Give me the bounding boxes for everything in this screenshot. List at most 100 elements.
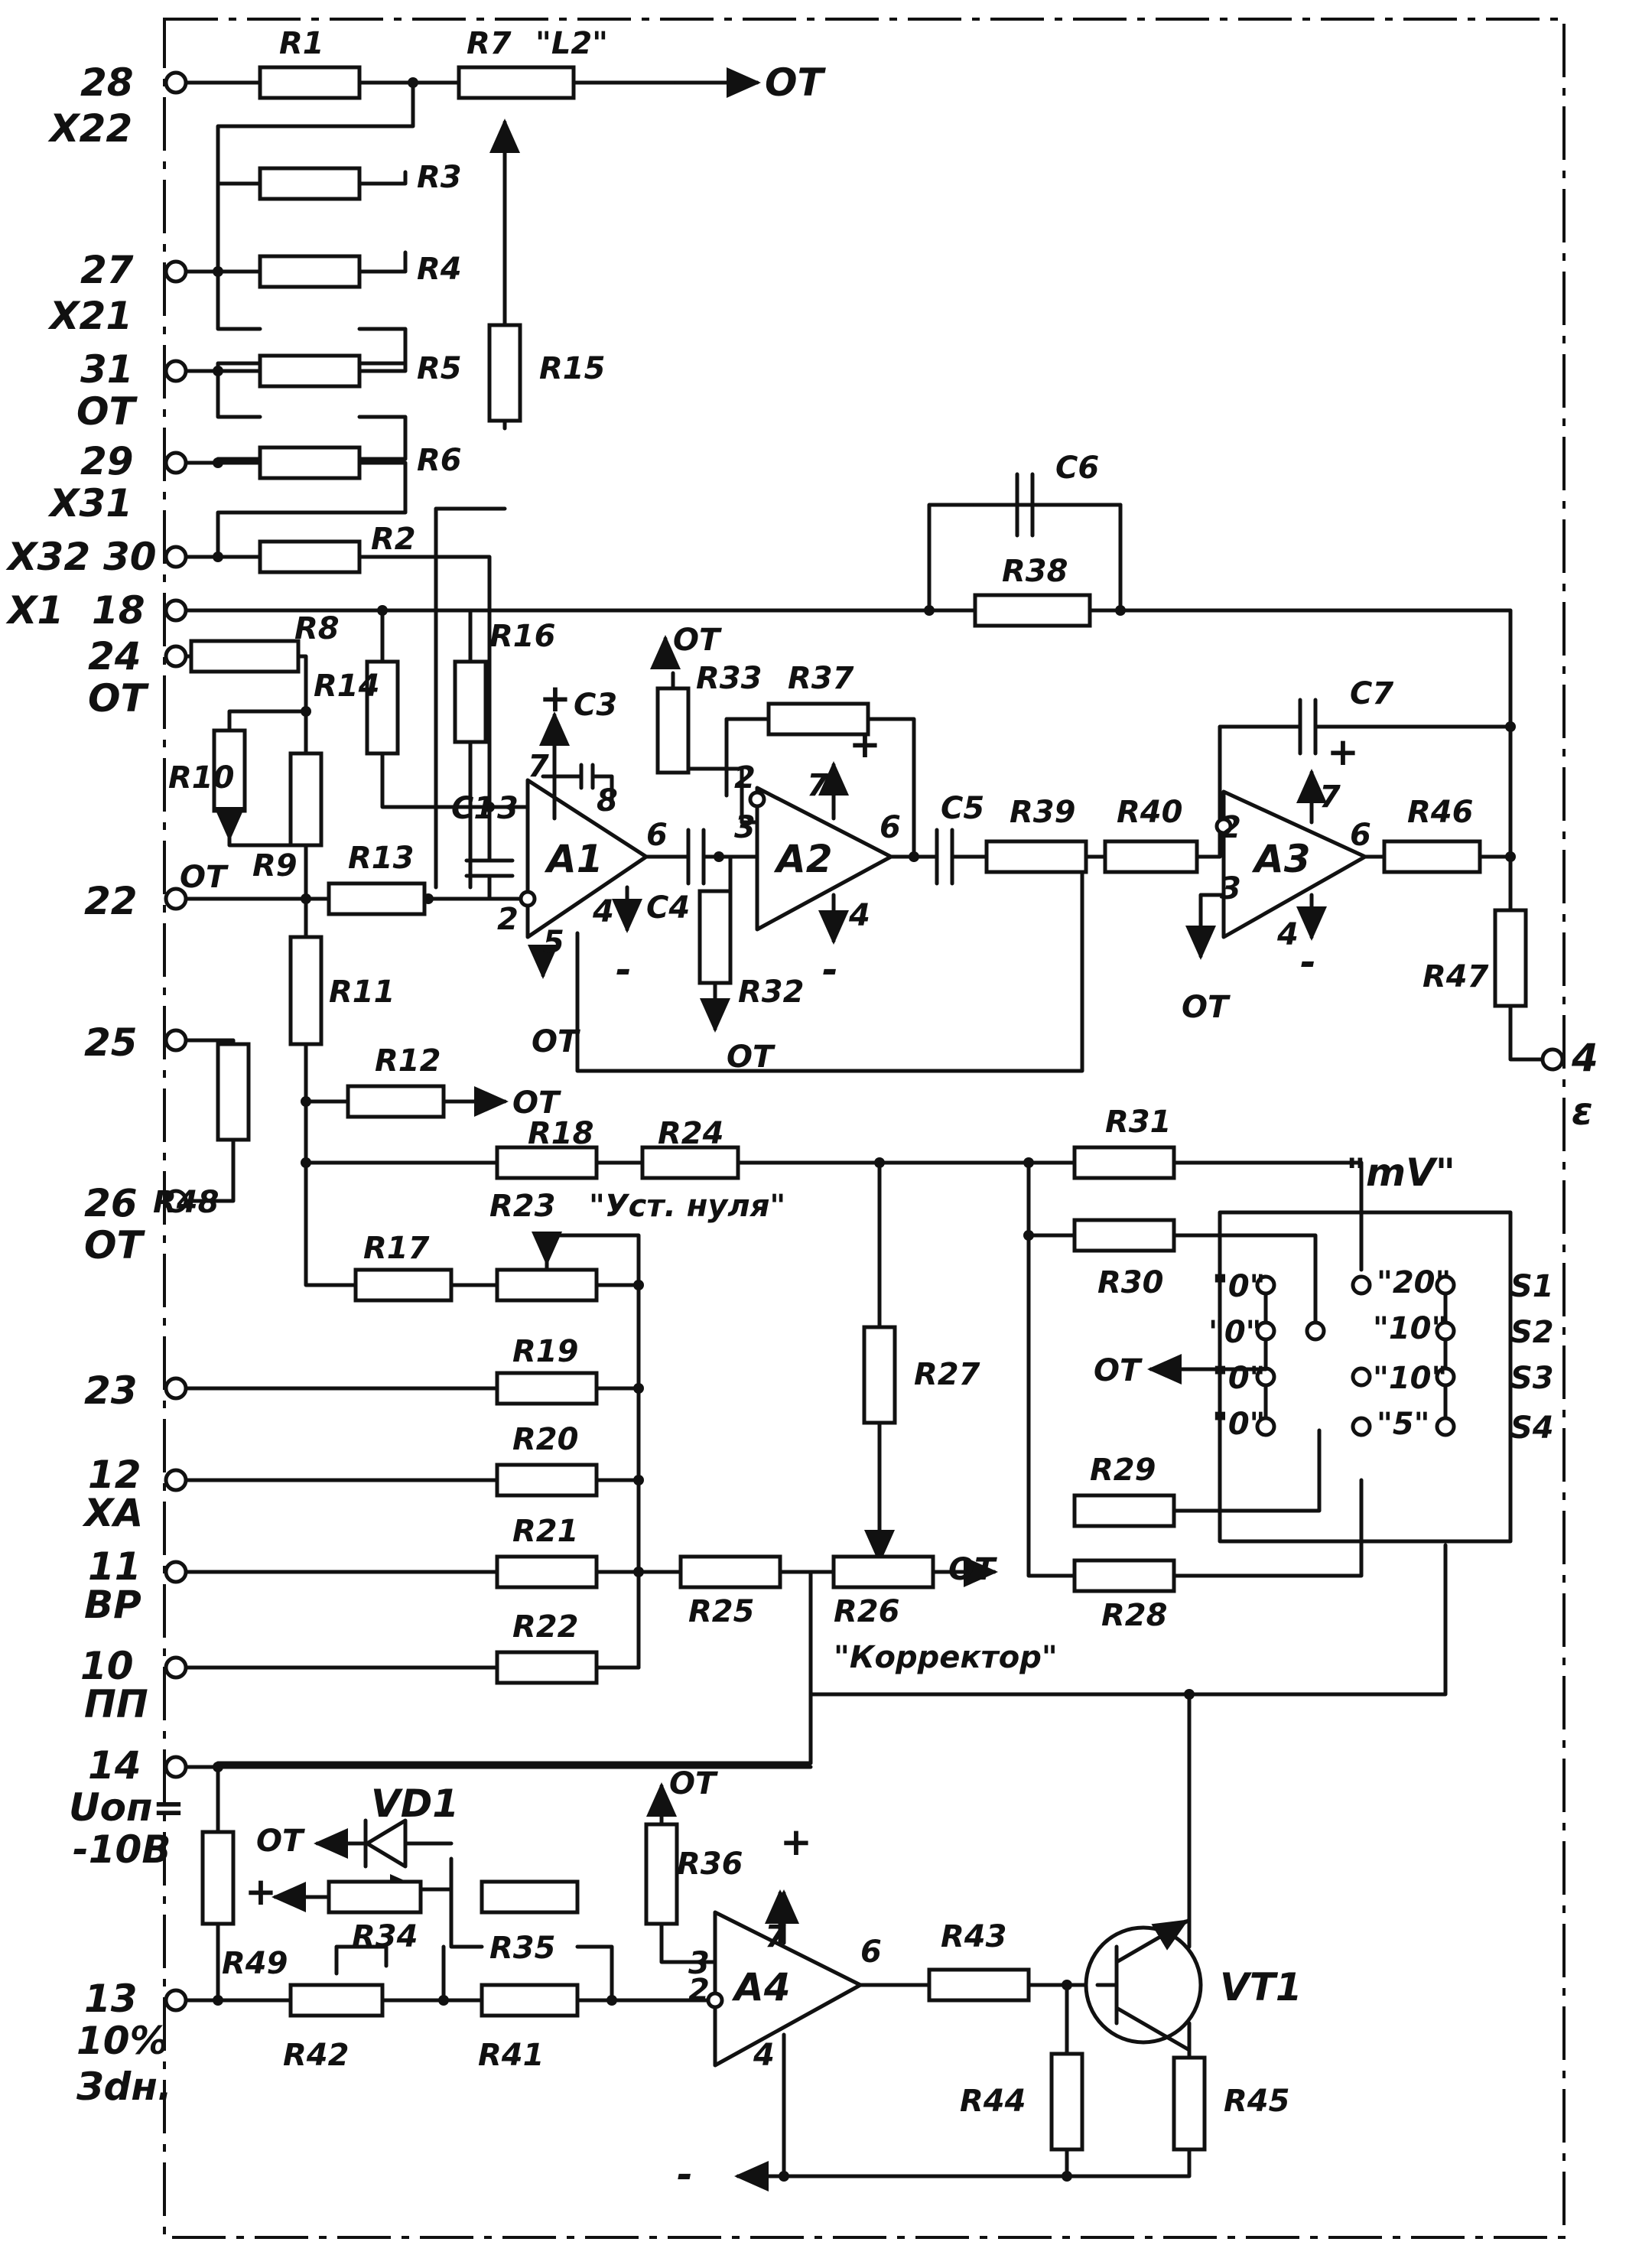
label-r41: R41 [478,2038,544,2073]
resistor-r25 [678,1554,782,1590]
label-r4: R4 [417,252,462,287]
label-a1: A1 [544,837,603,881]
pin-26-name: OT [84,1223,146,1267]
resistor-r23 [495,1267,599,1303]
svg-text:OT: OT [765,60,827,105]
junction-dots [213,77,1516,2182]
pin-4: 4 [1571,1036,1598,1080]
opamp-a3 [1221,789,1367,939]
resistor-r11 [288,935,324,1046]
label-r19: R19 [512,1334,578,1369]
label-r7-name: "L2" [535,26,608,61]
svg-text:"10": "10" [1373,1311,1447,1346]
svg-text:+: + [245,1869,277,1914]
pin-31-name: OT [76,389,138,434]
svg-text:OT: OT [673,623,722,658]
svg-text:2: 2 [734,760,756,796]
resistor-r48 [216,1042,251,1142]
label-r39: R39 [1010,795,1075,830]
svg-text:-: - [677,2152,693,2197]
label-r8: R8 [294,611,340,646]
svg-text:S1: S1 [1510,1269,1554,1304]
resistors [183,65,1528,2152]
pin-14-name: Uоп= [69,1785,184,1830]
svg-text:7: 7 [528,749,549,784]
svg-text:"0": "0" [1212,1269,1266,1304]
label-r45: R45 [1224,2084,1289,2119]
switch-block [1147,1274,1456,1437]
svg-text:4: 4 [592,894,614,929]
label-r43: R43 [941,1919,1006,1954]
pin-10-name: ПП [84,1682,148,1726]
svg-text:2: 2 [688,1973,710,2008]
label-r31: R31 [1105,1105,1171,1140]
pin-12: 12 [88,1453,141,1497]
svg-text:6: 6 [646,818,668,853]
label-r25: R25 [688,1594,754,1629]
resistor-r49 [200,1830,236,1926]
label-r6: R6 [417,443,462,478]
label-c6: C6 [1055,451,1099,486]
resistor-r38 [973,593,1092,628]
resistor-r28 [1072,1558,1176,1593]
svg-text:5: 5 [543,925,564,960]
resistor-r13 [327,881,427,916]
pin-14-voltage: -10B [73,1827,171,1872]
svg-text:7: 7 [1319,779,1341,815]
svg-text:6: 6 [1350,818,1371,853]
label-r40: R40 [1117,795,1182,830]
label-r7: R7 [467,26,512,61]
resistor-r32 [697,889,733,985]
pin-26: 26 [84,1181,138,1225]
label-r26-name: "Корректор" [834,1640,1058,1675]
resistor-r16 [453,659,488,744]
opamps [519,711,1367,2068]
svg-text:3: 3 [1220,871,1241,906]
svg-text:2: 2 [1220,810,1241,845]
resistor-r45 [1172,2055,1207,2152]
resistor-r41 [480,1983,580,2018]
pin-28-name: X22 [47,106,132,151]
label-r42: R42 [283,2038,349,2073]
terminals [164,70,1565,2013]
svg-text:+: + [1327,730,1359,774]
wires [183,67,1543,2176]
pin-10: 10 [80,1644,134,1688]
label-r37: R37 [788,661,854,696]
svg-text:6: 6 [860,1934,882,1970]
svg-text:"0": "0" [1212,1407,1266,1442]
svg-text:+: + [849,722,881,766]
label-r3: R3 [417,160,462,195]
svg-text:7: 7 [807,768,828,803]
label-r13: R13 [348,841,414,876]
opamp-a4 [713,1910,863,2068]
opamp-a1 [525,778,649,939]
resistor-r2 [258,539,362,574]
resistor-r6 [258,445,362,480]
label-r29: R29 [1090,1453,1156,1488]
svg-text:OT: OT [256,1824,305,1859]
label-c7: C7 [1350,676,1393,711]
resistor-labels: R1 R7 "L2" R3 R4 R5 R6 R2 R15 R38 R8 R14… [153,26,1489,2119]
pin-number-labels: 7 8 3 6 2 4 5 2 3 7 6 4 2 3 7 6 4 3 2 7 … [497,749,1371,2073]
pin-30-name: X32 [5,535,90,579]
resistor-r36 [644,1822,679,1926]
label-r12: R12 [375,1043,441,1079]
resistor-r4 [258,254,362,289]
label-r32: R32 [738,975,804,1010]
svg-text:"5": "5" [1377,1407,1430,1442]
svg-text:"20": "20" [1377,1265,1451,1300]
svg-text:OT: OT [180,860,229,895]
label-r22: R22 [512,1609,578,1645]
label-r20: R20 [512,1422,578,1457]
svg-text:6: 6 [880,810,901,845]
svg-text:OT: OT [532,1024,580,1059]
pin-13: 13 [84,1977,138,2021]
resistor-r20 [495,1463,599,1498]
svg-text:2: 2 [497,902,519,937]
pin-24-name: OT [88,676,150,721]
diode-vd1 [363,1818,454,1869]
resistor-r39 [984,839,1088,874]
resistor-r18 [495,1145,599,1180]
